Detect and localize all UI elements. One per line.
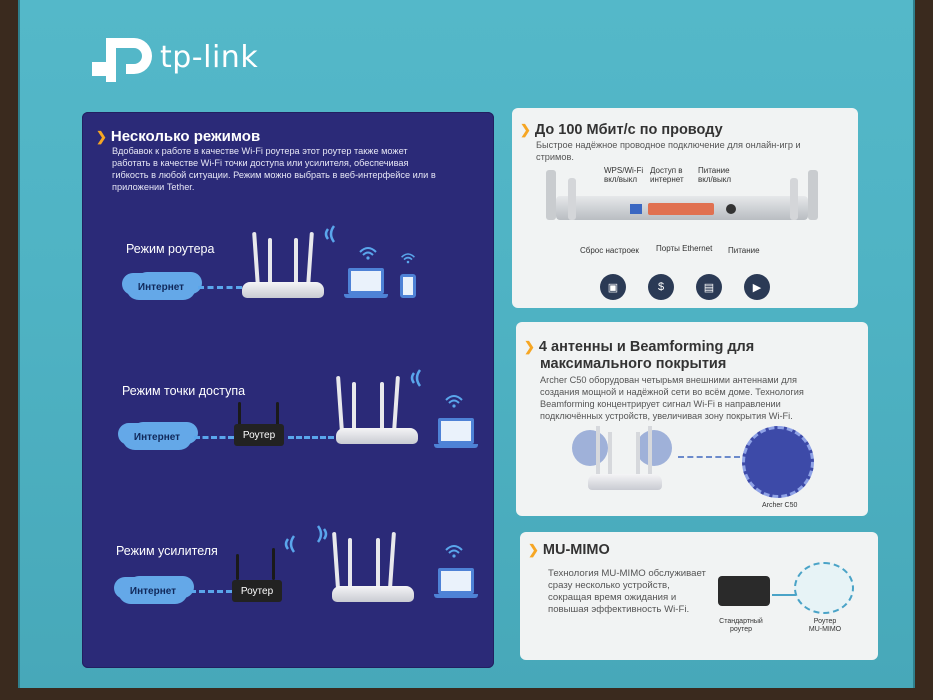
antenna xyxy=(808,170,818,220)
antenna xyxy=(392,375,400,433)
console-icon: ▣ xyxy=(600,274,626,300)
modes-description: Вдобавок к работе в качестве Wi-Fi роуте… xyxy=(112,146,436,192)
antenna xyxy=(332,531,340,589)
antenna xyxy=(238,402,241,426)
power-label: Питание xyxy=(728,246,760,255)
chevron-right-icon: ❯ xyxy=(524,339,535,354)
laptop-base xyxy=(344,294,388,298)
internet-cloud: Интернет xyxy=(122,424,192,450)
antenna xyxy=(568,178,576,220)
computer-icon: ▤ xyxy=(696,274,722,300)
ap-mode-label: Режим точки доступа xyxy=(122,384,246,398)
antenna xyxy=(272,548,275,580)
wifi-icon xyxy=(401,253,415,264)
antenna xyxy=(546,170,556,220)
standard-router-illustration xyxy=(718,576,770,606)
antenna xyxy=(336,375,344,433)
model-label: Archer C50 xyxy=(762,502,798,509)
phone-icon xyxy=(400,274,416,298)
ethernet-ports xyxy=(648,203,714,215)
antenna xyxy=(268,238,272,286)
mu-mimo-card: ❯MU-MIMO Технология MU-MIMO обслуживает … xyxy=(520,532,878,660)
antenna xyxy=(348,538,352,588)
brand-name: tp-link xyxy=(160,40,259,75)
antenna xyxy=(648,426,652,478)
coverage-circle xyxy=(572,430,608,466)
wifi-signal-icon xyxy=(284,535,296,553)
laptop-icon xyxy=(438,418,474,444)
antenna xyxy=(608,432,612,478)
wan-port xyxy=(630,204,642,214)
laptop-base xyxy=(434,594,478,598)
wifi-signal-icon xyxy=(316,525,328,543)
antenna xyxy=(306,231,314,287)
power-port xyxy=(726,204,736,214)
connection-line xyxy=(772,594,796,596)
wifi-signal-icon xyxy=(410,369,422,387)
router-device xyxy=(588,474,662,490)
antenna xyxy=(790,178,798,220)
mu-mimo-title: ❯MU-MIMO xyxy=(528,542,610,558)
wifi-icon xyxy=(445,545,463,558)
laptop-base xyxy=(434,444,478,448)
coverage-circle xyxy=(636,430,672,466)
wifi-icon xyxy=(445,395,463,408)
wifi-icon xyxy=(359,247,377,260)
router-device xyxy=(242,282,324,298)
internet-cloud: Интернет xyxy=(118,578,188,604)
router-device xyxy=(336,428,418,444)
modes-title: ❯Несколько режимов xyxy=(96,128,261,145)
tp-link-logo-icon xyxy=(92,38,152,82)
antenna xyxy=(252,231,260,287)
connection-line xyxy=(190,590,232,593)
connection-line xyxy=(678,456,740,458)
antenna xyxy=(380,382,384,432)
mu-mimo-description: Технология MU-MIMO обслуживает сразу нес… xyxy=(548,568,706,615)
antenna xyxy=(376,538,380,588)
antenna xyxy=(294,238,298,286)
chevron-right-icon: ❯ xyxy=(520,122,531,137)
antenna xyxy=(276,402,279,426)
antenna xyxy=(352,382,356,432)
wired-speed-card: ❯До 100 Мбит/с по проводу Быстрое надёжн… xyxy=(512,108,858,308)
antenna xyxy=(236,554,239,580)
beamforming-description: Archer C50 оборудован четырьмя внешними … xyxy=(540,375,804,421)
laptop-icon xyxy=(438,568,474,594)
ethernet-label: Порты Ethernet xyxy=(656,244,713,253)
antenna xyxy=(596,426,600,478)
modes-panel: ❯Несколько режимов Вдобавок к работе в к… xyxy=(82,112,494,668)
chevron-right-icon: ❯ xyxy=(96,129,107,144)
beamforming-coverage-icon xyxy=(742,426,814,498)
antenna xyxy=(636,432,640,478)
tv-icon: ▶ xyxy=(744,274,770,300)
internet-cloud: Интернет xyxy=(126,274,196,300)
router-mode-label: Режим роутера xyxy=(126,242,215,256)
antenna xyxy=(388,531,396,589)
beamforming-card: ❯4 антенны и Beamforming для максимально… xyxy=(516,322,868,516)
router-device xyxy=(332,586,414,602)
router-black-device: Роутер xyxy=(232,580,282,602)
connection-line xyxy=(288,436,334,439)
wired-speed-title: ❯До 100 Мбит/с по проводу xyxy=(520,122,723,138)
extender-mode-label: Режим усилителя xyxy=(116,544,218,558)
laptop-icon xyxy=(348,268,384,294)
router-black-device: Роутер xyxy=(234,424,284,446)
wifi-signal-icon xyxy=(324,225,336,243)
connection-line xyxy=(198,286,242,289)
wired-speed-description: Быстрое надёжное проводное подключение д… xyxy=(536,140,801,162)
money-icon: $ xyxy=(648,274,674,300)
beamforming-title: ❯4 антенны и Beamforming для максимально… xyxy=(524,339,755,372)
reset-label: Сброс настроек xyxy=(580,246,639,255)
mu-mimo-router-illustration xyxy=(794,562,854,614)
chevron-right-icon: ❯ xyxy=(528,542,539,557)
connection-line xyxy=(194,436,234,439)
